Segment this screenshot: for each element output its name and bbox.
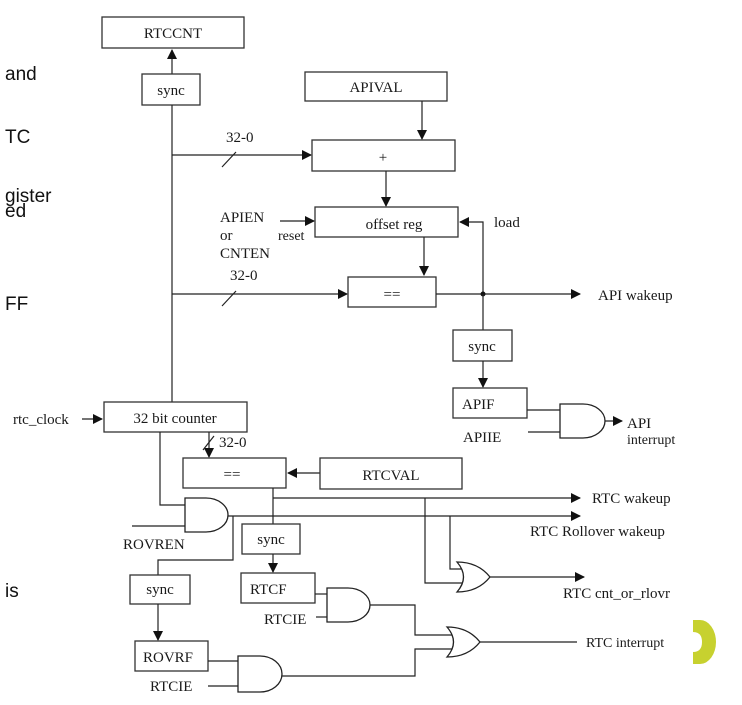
sync-top-block: sync bbox=[141, 73, 201, 106]
api-compare-label: == bbox=[384, 287, 401, 303]
bus-width-label: 32-0 bbox=[219, 435, 247, 451]
rovren-label: ROVREN bbox=[123, 537, 185, 553]
rtccnt-label: RTCCNT bbox=[144, 26, 202, 42]
apiie-label: APIIE bbox=[463, 430, 501, 446]
rtccnt-block: RTCCNT bbox=[101, 16, 245, 49]
cnten-label: CNTEN bbox=[220, 246, 270, 262]
side-text-fragment: is bbox=[5, 581, 19, 602]
apif-block: APIF bbox=[452, 387, 528, 419]
counter-block: 32 bit counter bbox=[103, 401, 248, 433]
rovrf-and-to-or-line bbox=[282, 648, 453, 677]
api-interrupt-label-1: API bbox=[627, 416, 651, 432]
rollover-and-gate bbox=[184, 497, 229, 533]
counter-overflow-line bbox=[159, 432, 185, 506]
adder-block: + bbox=[311, 139, 456, 172]
rtc-cnt-or-rlovr-label: RTC cnt_or_rlovr bbox=[563, 586, 670, 602]
sync-top-label: sync bbox=[157, 83, 185, 99]
rollover-to-or-line bbox=[449, 516, 462, 570]
bus-slash bbox=[221, 290, 237, 307]
apif-label: APIF bbox=[462, 397, 495, 413]
side-text-fragment: FF bbox=[5, 294, 29, 315]
api-compare-block: == bbox=[347, 276, 437, 308]
wakeup-to-or-line bbox=[424, 498, 462, 584]
rtcval-block: RTCVAL bbox=[319, 457, 463, 490]
slide-logo-shape bbox=[693, 620, 716, 664]
offset-reg-block: offset reg bbox=[314, 206, 459, 238]
load-feedback-line bbox=[459, 217, 484, 294]
bus-slash bbox=[202, 435, 215, 451]
rovrf-label: ROVRF bbox=[143, 650, 193, 666]
side-text-fragment: gister bbox=[5, 186, 52, 207]
bus-width-label: 32-0 bbox=[226, 130, 254, 146]
rtcval-label: RTCVAL bbox=[362, 468, 419, 484]
sync-rtc-block: sync bbox=[241, 523, 301, 555]
counter-label: 32 bit counter bbox=[133, 411, 216, 427]
rtcf-and-gate bbox=[326, 587, 371, 623]
load-label: load bbox=[494, 215, 520, 231]
rovrf-block: ROVRF bbox=[134, 640, 209, 672]
apival-label: APIVAL bbox=[349, 80, 402, 96]
sync-rov-label: sync bbox=[146, 582, 174, 598]
sync-api-label: sync bbox=[468, 339, 496, 355]
apien-label: APIEN bbox=[220, 210, 264, 226]
rtc-wakeup-label: RTC wakeup bbox=[592, 491, 671, 507]
apival-block: APIVAL bbox=[304, 71, 448, 102]
rtcie-label-2: RTCIE bbox=[150, 679, 192, 695]
rtc-interrupt-or-gate bbox=[445, 626, 481, 658]
sync-rtc-label: sync bbox=[257, 532, 285, 548]
cnt-or-rlovr-or-gate bbox=[455, 561, 491, 593]
side-text-fragment: and bbox=[5, 64, 37, 85]
api-and-gate bbox=[559, 403, 606, 439]
rtc-compare-label: == bbox=[224, 467, 241, 483]
side-text-fragment: TC bbox=[5, 127, 31, 148]
offset-reg-label: offset reg bbox=[366, 217, 423, 233]
reset-label: reset bbox=[278, 229, 305, 244]
rtcf-and-to-or-line bbox=[370, 604, 453, 636]
rtc-interrupt-label: RTC interrupt bbox=[586, 636, 664, 651]
rtc-rollover-wakeup-label: RTC Rollover wakeup bbox=[530, 524, 665, 540]
api-wakeup-label: API wakeup bbox=[598, 288, 673, 304]
api-interrupt-label-2: interrupt bbox=[627, 433, 675, 448]
sync-rov-block: sync bbox=[129, 574, 191, 605]
sync-api-block: sync bbox=[452, 329, 513, 362]
adder-label: + bbox=[379, 150, 387, 166]
side-text-fragment: ed bbox=[5, 201, 27, 222]
rtc-clock-label: rtc_clock bbox=[13, 412, 69, 428]
rtcf-label: RTCF bbox=[250, 582, 287, 598]
bus-width-label: 32-0 bbox=[230, 268, 258, 284]
rtcf-block: RTCF bbox=[240, 572, 316, 604]
rollover-to-sync-line bbox=[157, 516, 234, 575]
rtcie-label-1: RTCIE bbox=[264, 612, 306, 628]
bus-slash bbox=[221, 151, 237, 168]
rovrf-and-gate bbox=[237, 655, 283, 693]
rtc-compare-block: == bbox=[182, 457, 287, 489]
or-label: or bbox=[220, 228, 233, 244]
